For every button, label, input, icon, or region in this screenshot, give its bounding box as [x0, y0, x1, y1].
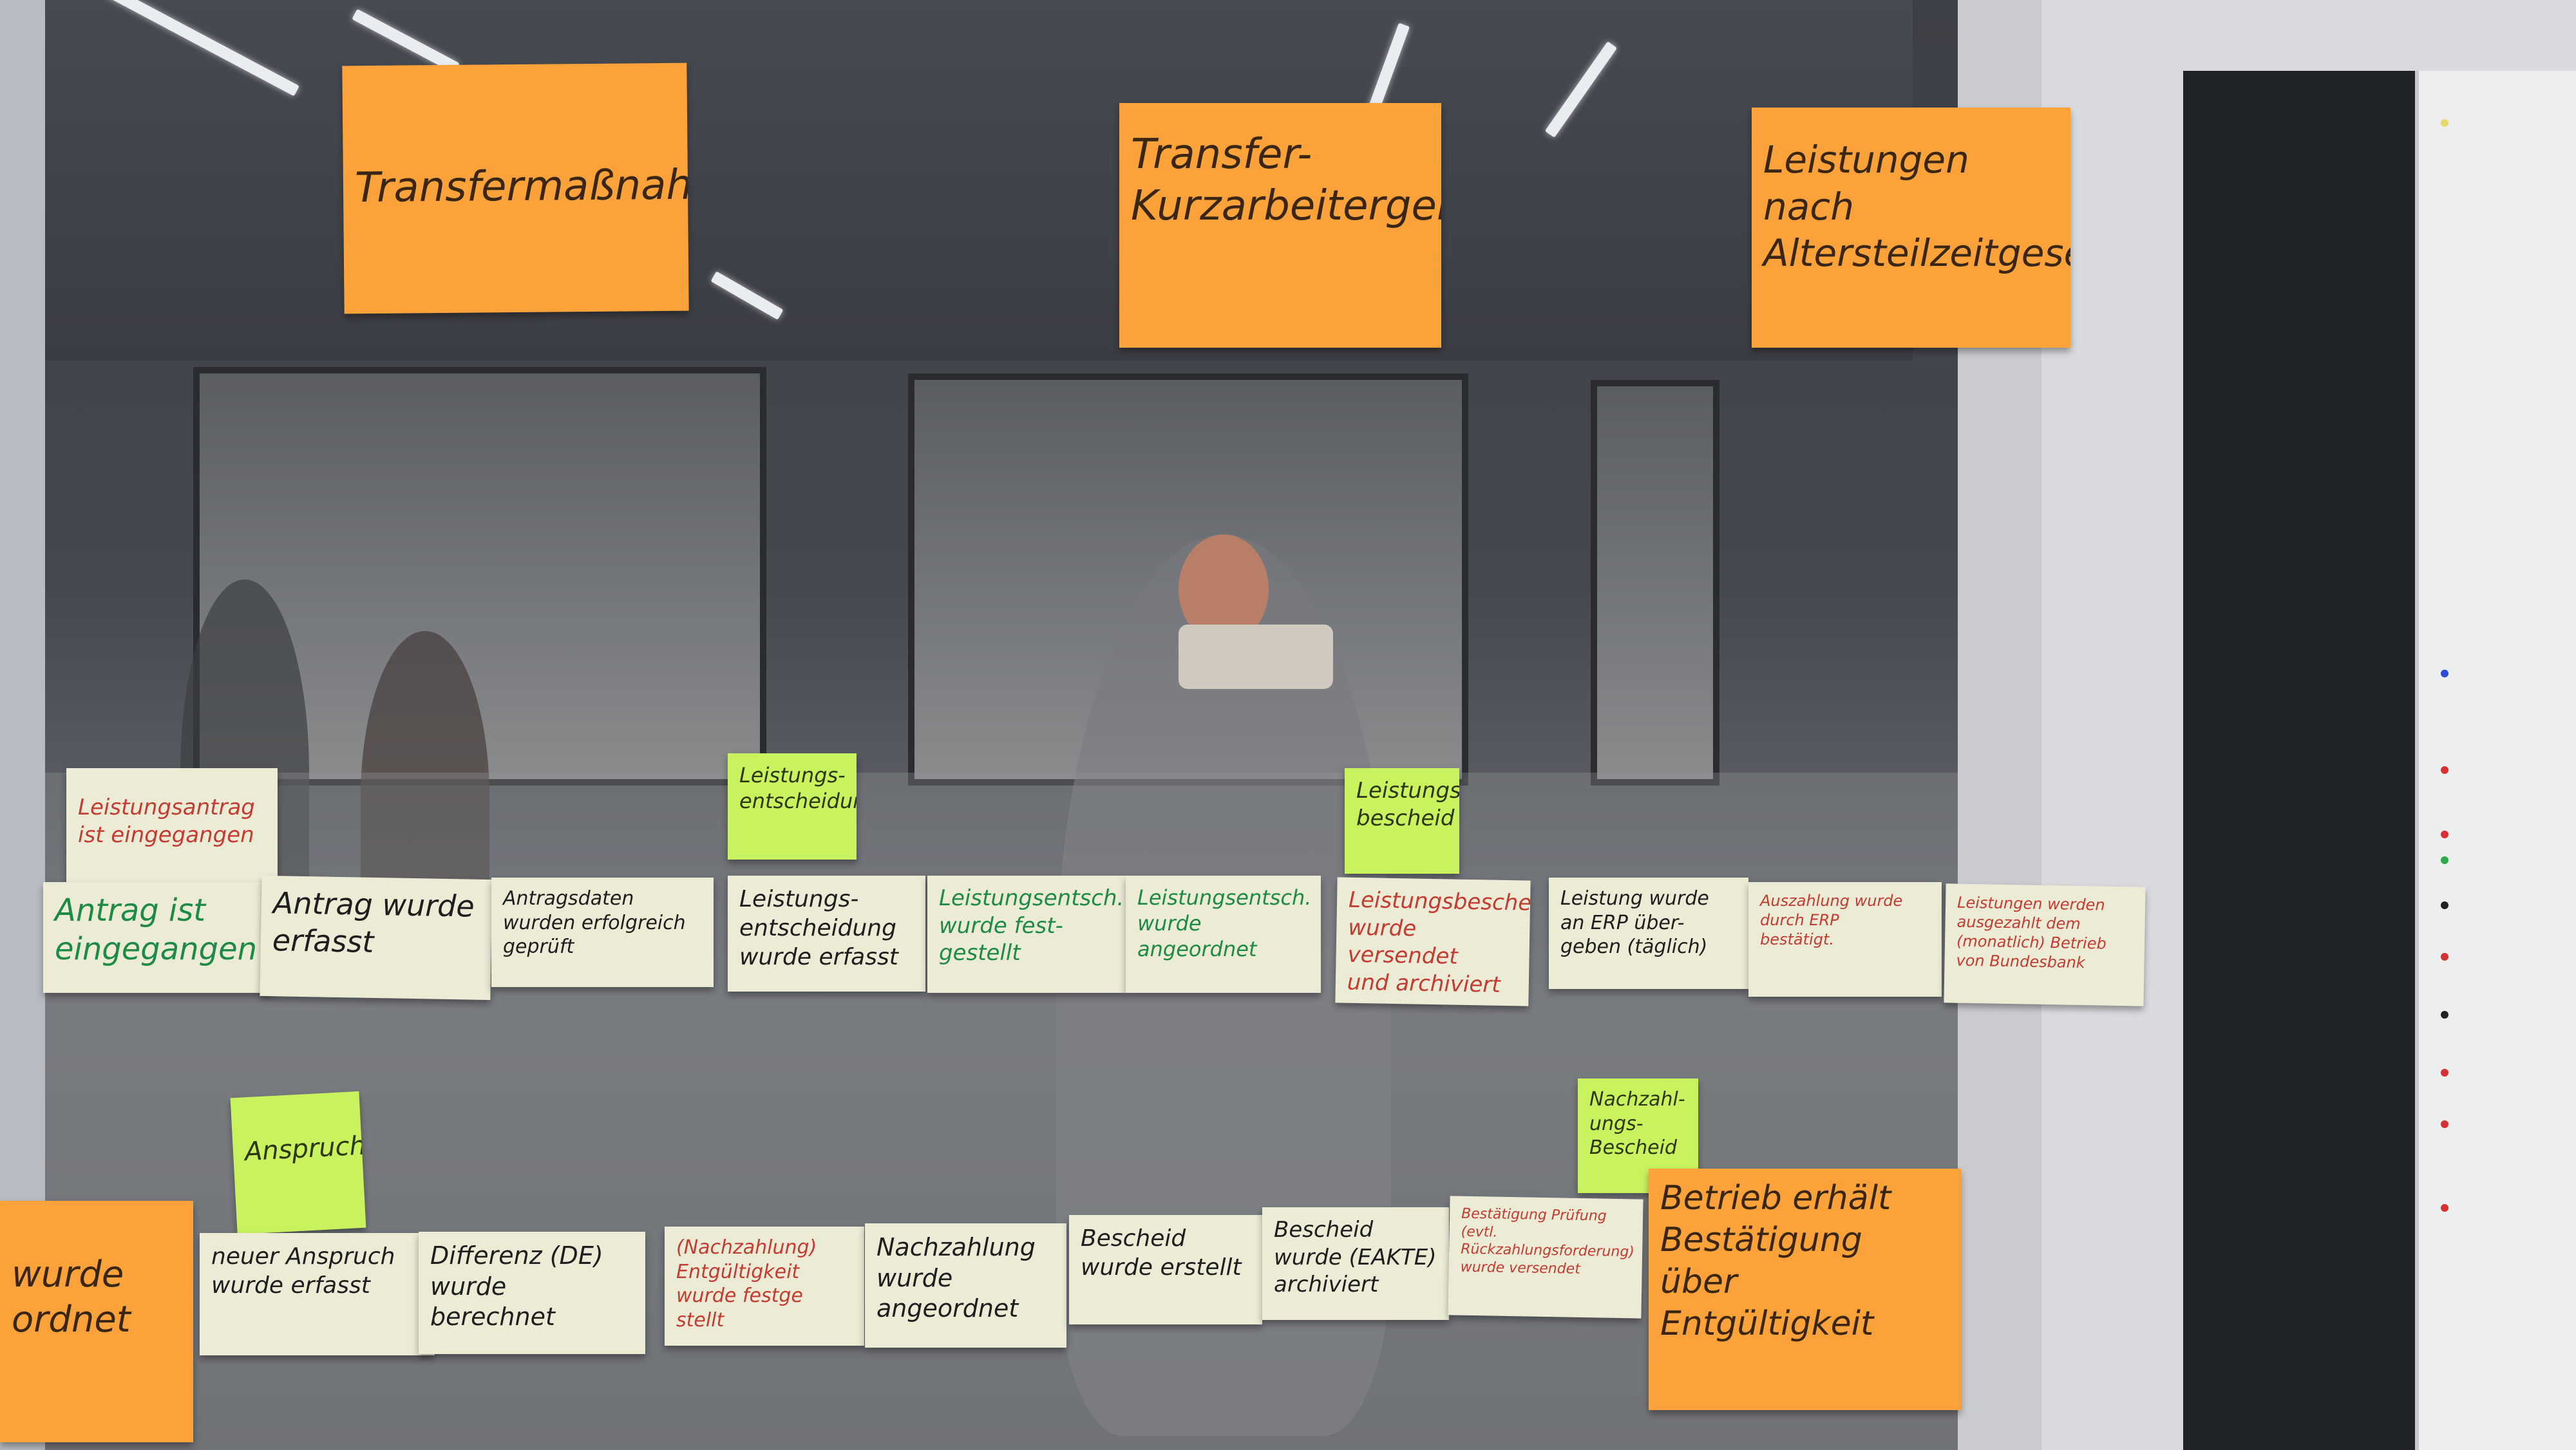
process-note: Leistung wurde an ERP über- geben (tägli… — [1549, 878, 1748, 989]
process-note: neuer Anspruch wurde erfasst — [200, 1233, 435, 1355]
pin-icon — [2441, 1204, 2448, 1212]
doorway — [2183, 71, 2415, 1450]
process-note: Auszahlung wurde durch ERP bestätigt. — [1748, 882, 1942, 997]
process-note: (Nachzahlung) Entgültigkeit wurde festge… — [665, 1227, 864, 1346]
header-note-transfermassnahmen: Transfermaßnahmen — [342, 62, 689, 314]
process-note: Leistungs- entscheidung wurde erfasst — [728, 876, 925, 992]
ceiling-reflection — [45, 0, 1913, 361]
pin-icon — [2441, 1120, 2448, 1128]
pin-icon — [2441, 119, 2448, 127]
header-note-transfer-kurzarbeitergeld: Transfer- Kurzarbeitergeld — [1119, 103, 1441, 348]
process-note: Leistungsentsch. wurde angeordnet — [1126, 876, 1321, 993]
process-note: Leistungen werden ausgezahlt dem (monatl… — [1944, 883, 2146, 1006]
process-note: Differenz (DE) wurde berechnet — [419, 1232, 645, 1354]
pin-icon — [2441, 901, 2448, 909]
pin-icon — [2441, 1069, 2448, 1077]
label-leistungsbescheid: Leistungs- bescheid — [1345, 768, 1459, 874]
process-note: Leistungsantrag ist eingegangen — [66, 768, 278, 894]
process-note: Leistungsbescheid wurde versendet und ar… — [1335, 877, 1531, 1006]
process-note: Betrieb erhält Bestätigung über Entgülti… — [1649, 1169, 1961, 1410]
process-note: Bescheid wurde (EAKTE) archiviert — [1262, 1207, 1449, 1320]
pin-icon — [2441, 856, 2448, 864]
reflected-phone — [1179, 625, 1333, 689]
process-note: Leistungsentsch. wurde fest- gestellt — [927, 876, 1126, 993]
process-note: Bescheid wurde erstellt — [1069, 1215, 1262, 1324]
whiteboard — [2415, 71, 2576, 1450]
process-note: Antrag wurde erfasst — [260, 875, 493, 1001]
pin-icon — [2441, 831, 2448, 838]
label-anspruch: Anspruch — [230, 1091, 366, 1235]
process-note: Bestätigung Prüfung (evtl. Rückzahlungsf… — [1448, 1196, 1643, 1319]
label-leistungsentscheidung: Leistungs- entscheidung — [728, 753, 857, 860]
pin-icon — [2441, 1011, 2448, 1019]
pin-icon — [2441, 670, 2448, 677]
process-note: wurde ordnet — [0, 1201, 193, 1442]
label-nachzahlungsbescheid: Nachzahl- ungs- Bescheid — [1578, 1078, 1698, 1193]
process-note: Nachzahlung wurde angeordnet — [865, 1223, 1066, 1348]
process-note: Antrag ist eingegangen — [43, 882, 275, 993]
reflected-window — [1591, 380, 1719, 786]
process-note: Antragsdaten wurden erfolgreich geprüft — [491, 878, 714, 987]
pin-icon — [2441, 766, 2448, 774]
pin-icon — [2441, 953, 2448, 961]
header-note-altersteilzeit: Leistungen nach Altersteilzeitgesetz — [1752, 108, 2070, 348]
